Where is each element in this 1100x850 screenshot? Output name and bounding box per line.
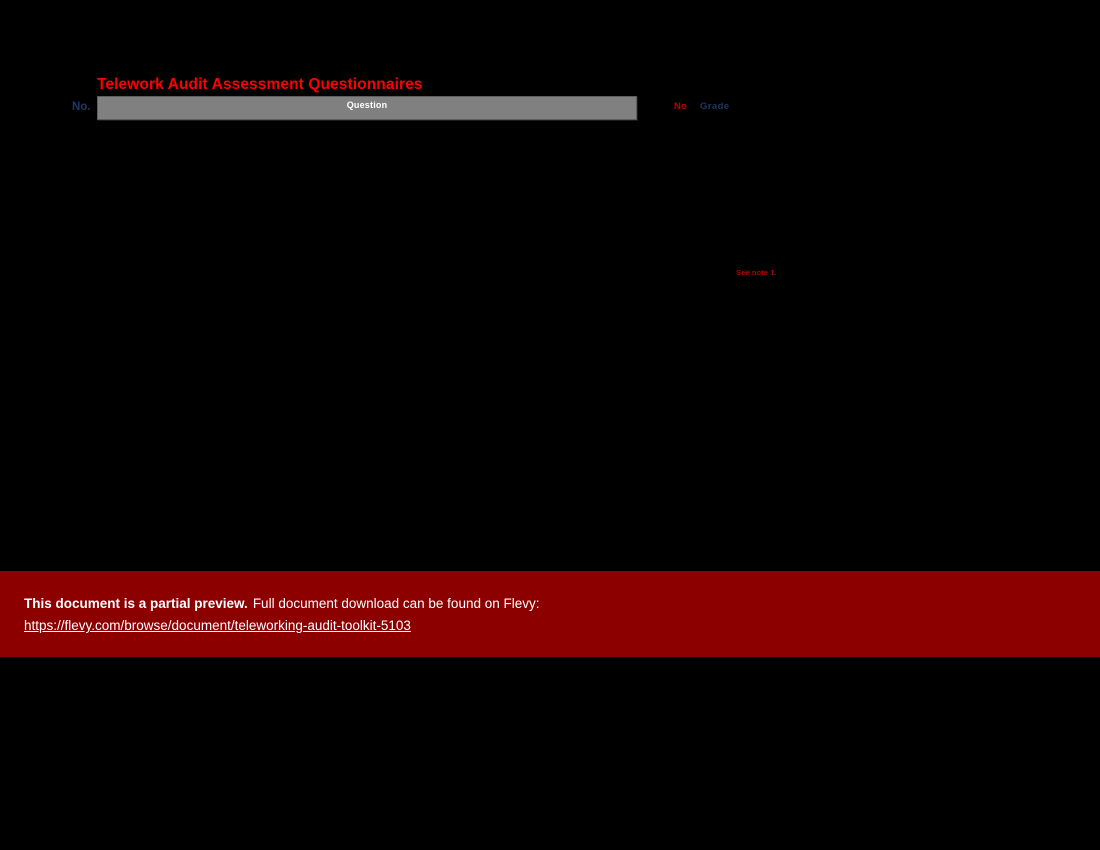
column-header-grade: Grade (700, 101, 730, 112)
column-header-no: No. (72, 101, 91, 113)
preview-banner-headline-rest: Full document download can be found on F… (252, 596, 540, 611)
column-header-no2: No (674, 101, 687, 112)
preview-banner: This document is a partial preview. Full … (0, 571, 1100, 657)
preview-banner-headline-bold: This document is a partial preview. (24, 596, 248, 611)
page-title: Telework Audit Assessment Questionnaires (97, 76, 423, 93)
bottom-filler (0, 657, 1100, 850)
slide-canvas: Telework Audit Assessment Questionnaires… (0, 76, 1100, 277)
table-header-row: No. Question No Grade (0, 96, 1100, 122)
column-header-question-label: Question (346, 100, 388, 110)
column-header-question-cell: Question (97, 96, 637, 120)
preview-banner-headline: This document is a partial preview. Full … (24, 595, 540, 613)
footnote-see-note: See note 1. (736, 268, 777, 277)
preview-banner-link[interactable]: https://flevy.com/browse/document/telewo… (24, 618, 411, 633)
